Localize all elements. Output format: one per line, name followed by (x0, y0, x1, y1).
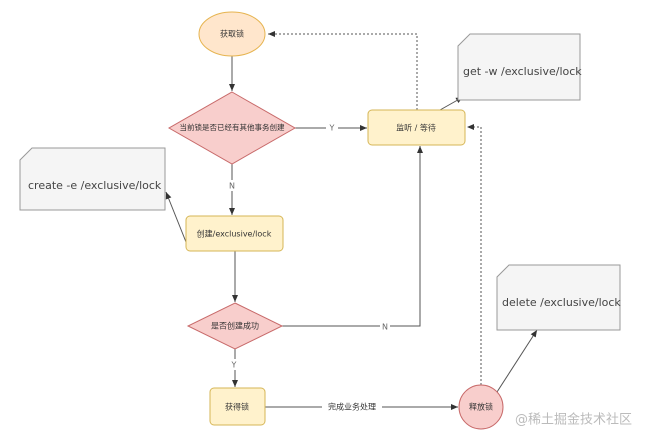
delete-note (496, 264, 621, 331)
acquired-node (209, 387, 266, 426)
create-label: 创建/exclusive/lock (197, 229, 272, 239)
get-note (457, 33, 581, 101)
edge-release-to-watch (467, 124, 482, 385)
start-node (198, 11, 266, 57)
release-label: 释放锁 (469, 402, 493, 412)
create-node (185, 215, 284, 252)
watch-wait-node (367, 109, 466, 146)
edge-label-yes: Y (329, 124, 335, 133)
watermark: @稀土掘金技术社区 (515, 412, 632, 428)
edge-watch-to-start (268, 31, 418, 110)
delete-note-text: delete /exclusive/lock (502, 296, 621, 309)
check-exists-label: 当前锁是否已经有其他事务创建 (180, 122, 285, 132)
release-node (458, 384, 504, 430)
create-success-label: 是否创建成功 (211, 321, 259, 331)
watch-wait-label: 监听 / 等待 (396, 123, 436, 133)
edge-label-no: N (229, 182, 235, 191)
get-note-text: get -w /exclusive/lock (463, 65, 582, 78)
edge-release-to-delete-note (496, 329, 538, 393)
edge-create-to-note (165, 191, 187, 243)
start-node-label: 获取锁 (220, 29, 244, 39)
create-success-diamond (186, 302, 284, 350)
check-exists-diamond (167, 91, 297, 165)
create-note (19, 147, 166, 211)
edge-label-no: N (382, 323, 388, 332)
create-note-text: create -e /exclusive/lock (28, 179, 162, 192)
edge-label-done: 完成业务处理 (328, 402, 376, 412)
acquired-label: 获得锁 (225, 402, 249, 412)
edge-label-yes: Y (231, 361, 237, 370)
edge-success-no (282, 146, 423, 327)
